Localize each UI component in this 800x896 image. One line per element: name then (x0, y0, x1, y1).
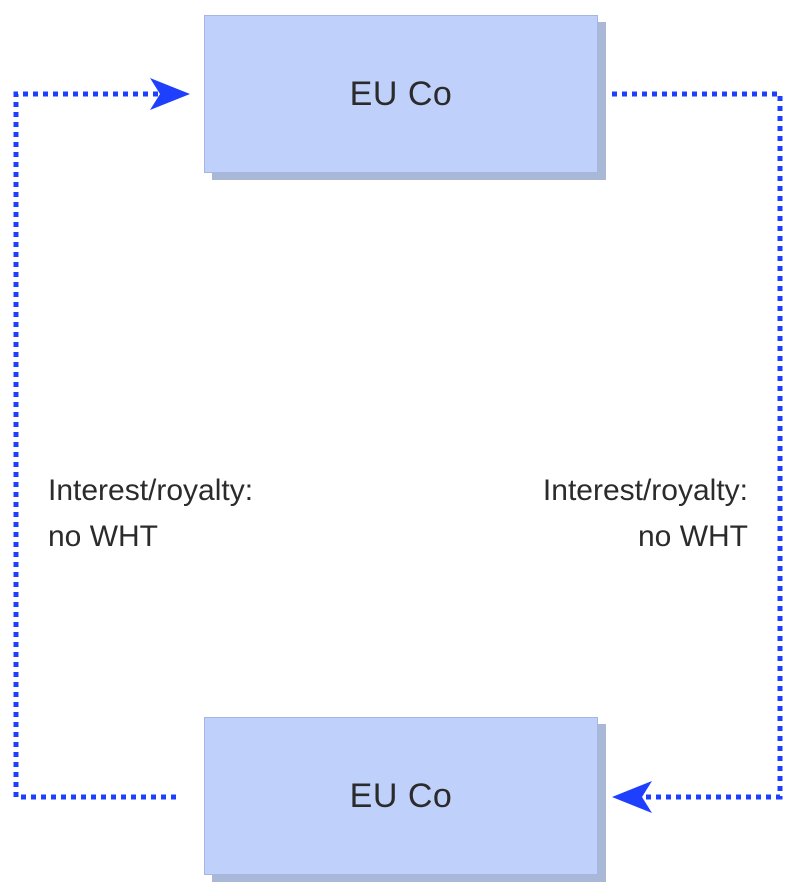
top-entity-label: EU Co (349, 74, 453, 113)
bottom-entity-box: EU Co (204, 717, 598, 875)
left-flow-label: Interest/royalty: no WHT (48, 468, 253, 560)
right-arrowhead (612, 781, 652, 813)
left-arrowhead (150, 78, 190, 110)
left-flow-label-line2: no WHT (48, 520, 159, 553)
right-flow-label-line1: Interest/royalty: (542, 474, 748, 507)
bottom-entity-label: EU Co (349, 776, 453, 815)
right-flow-label-line2: no WHT (637, 520, 748, 553)
top-entity-box: EU Co (204, 15, 598, 173)
left-flow-line (13, 91, 176, 800)
left-flow-label-line1: Interest/royalty: (48, 474, 254, 507)
right-flow-line (612, 91, 783, 800)
right-flow-label: Interest/royalty: no WHT (543, 468, 748, 560)
